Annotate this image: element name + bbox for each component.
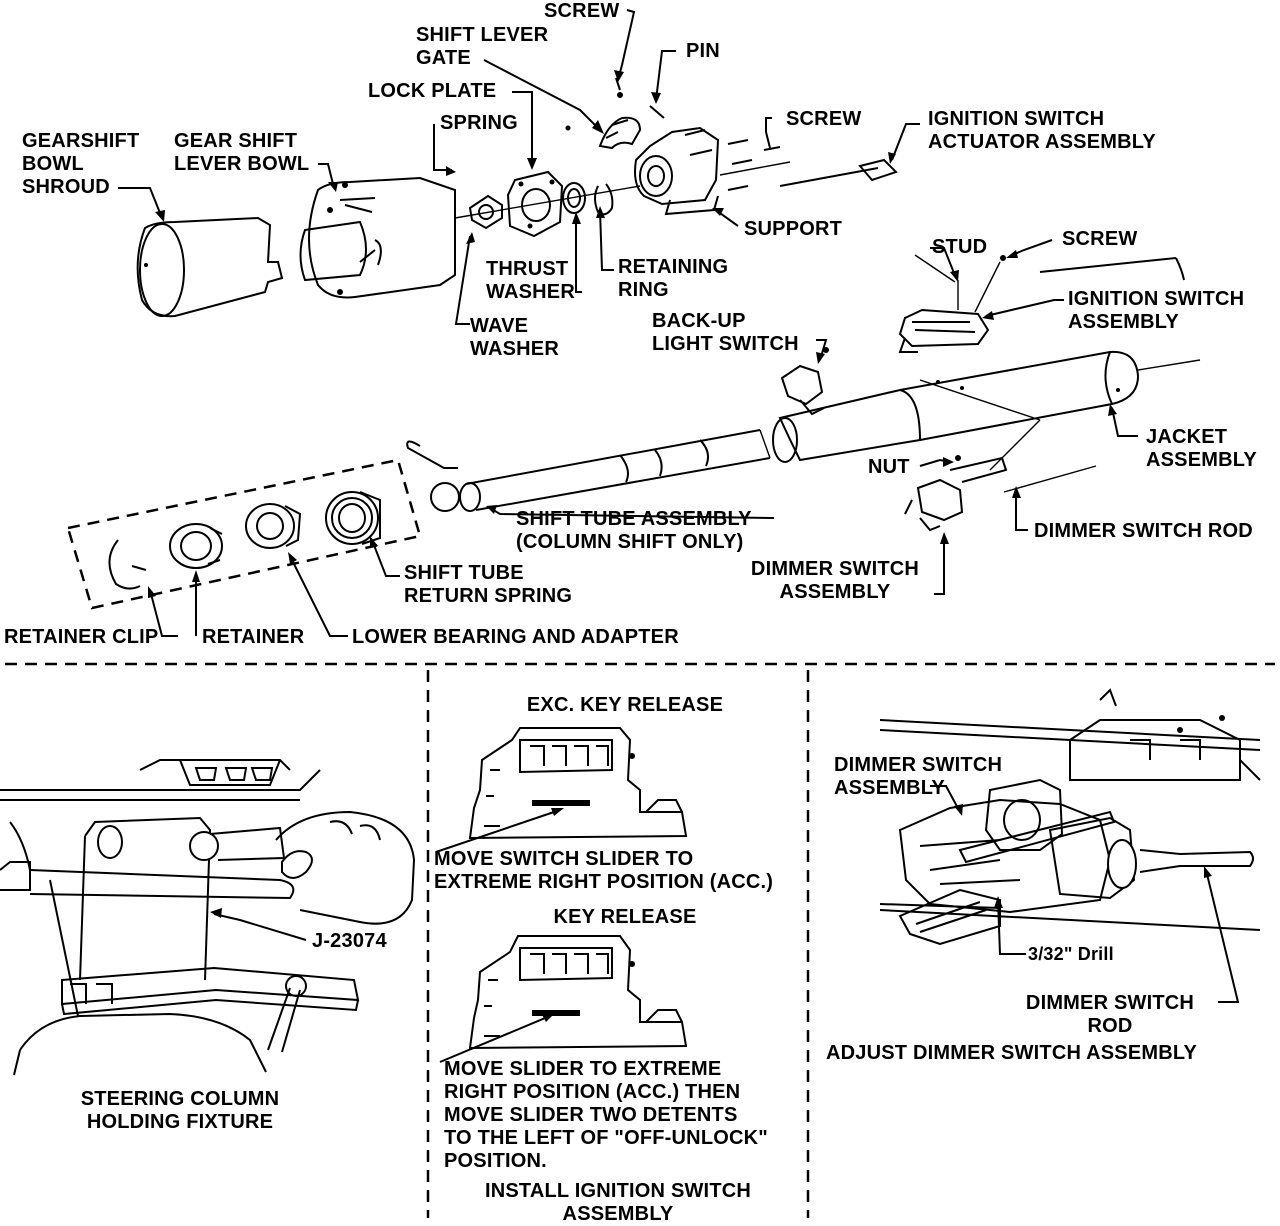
label-shift-tube-return-spring: SHIFT TUBE RETURN SPRING [404, 562, 573, 607]
label-dimmer-switch-rod-detail: DIMMER SWITCH ROD [1025, 992, 1195, 1037]
support-part [634, 126, 720, 216]
caption-install-ignition-switch: INSTALL IGNITION SWITCH ASSEMBLY [484, 1180, 752, 1225]
label-pin: PIN [686, 40, 720, 62]
caption-holding-fixture: STEERING COLUMN HOLDING FIXTURE [80, 1088, 280, 1133]
title-key-release: KEY RELEASE [553, 906, 697, 928]
backup-light-switch-part [780, 347, 829, 416]
dimmer-switch-part-top [904, 455, 1097, 532]
instruction-key-release: MOVE SLIDER TO EXTREME RIGHT POSITION (A… [444, 1058, 768, 1172]
return-spring-part [325, 491, 381, 545]
key-release-switch [439, 935, 688, 1063]
jacket-assembly-part [772, 350, 1201, 471]
label-spring: SPRING [440, 112, 518, 134]
exc-key-release-switch [435, 727, 688, 853]
label-stud: STUD [932, 236, 988, 258]
label-dimmer-switch-assembly: DIMMER SWITCH ASSEMBLY [750, 558, 920, 603]
label-drill-size: 3/32" Drill [1028, 944, 1114, 964]
retaining-ring-part [594, 183, 614, 216]
gearshift-bowl-shroud-part [136, 216, 284, 318]
caption-adjust-dimmer-switch: ADJUST DIMMER SWITCH ASSEMBLY [826, 1042, 1198, 1064]
label-gear-shift-lever-bowl: GEAR SHIFT LEVER BOWL [174, 130, 310, 175]
label-wave-washer: WAVE WASHER [470, 315, 559, 360]
label-lower-bearing: LOWER BEARING AND ADAPTER [352, 626, 679, 648]
retainer-part [169, 523, 223, 569]
panel-dividers [5, 662, 1275, 1218]
shift-tube-part [406, 429, 771, 512]
ignition-actuator-part [779, 158, 898, 187]
retainer-clip-part [108, 539, 147, 590]
column-axis-line [454, 161, 791, 219]
label-retainer-clip: RETAINER CLIP [4, 626, 159, 648]
title-exc-key-release: EXC. KEY RELEASE [526, 694, 724, 716]
label-shift-tube-assembly: SHIFT TUBE ASSEMBLY (COLUMN SHIFT ONLY) [516, 508, 752, 553]
holding-fixture-drawing [0, 759, 416, 1076]
label-retainer: RETAINER [202, 626, 305, 648]
label-ignition-switch-actuator: IGNITION SWITCH ACTUATOR ASSEMBLY [928, 108, 1156, 153]
label-nut: NUT [868, 456, 910, 478]
label-dimmer-switch-assembly-detail: DIMMER SWITCH ASSEMBLY [834, 754, 1003, 799]
lock-plate-part [506, 170, 564, 238]
label-shift-lever-gate: SHIFT LEVER GATE [416, 24, 549, 69]
instruction-exc-key-release: MOVE SWITCH SLIDER TO EXTREME RIGHT POSI… [434, 848, 774, 893]
lower-bearing-part [245, 503, 302, 549]
label-screw-switch: SCREW [1062, 228, 1138, 250]
label-lock-plate: LOCK PLATE [368, 80, 497, 102]
gear-shift-lever-bowl-part [299, 176, 456, 299]
lower-bearing-group-box [66, 458, 422, 610]
leader-lines-top [118, 9, 1185, 637]
dimmer-switch-adjust-drawing [879, 688, 1261, 1003]
label-retaining-ring: RETAINING RING [618, 256, 729, 301]
label-jacket-assembly: JACKET ASSEMBLY [1146, 426, 1257, 471]
label-screw-top: SCREW [544, 0, 620, 22]
pin-part [615, 77, 665, 119]
label-dimmer-switch-rod: DIMMER SWITCH ROD [1034, 520, 1253, 542]
label-tool-number: J-23074 [312, 930, 387, 952]
label-screw-right: SCREW [786, 108, 862, 130]
ignition-switch-part [898, 254, 1006, 353]
label-support: SUPPORT [744, 218, 843, 240]
shift-lever-gate-part [565, 116, 642, 150]
label-ignition-switch-assembly: IGNITION SWITCH ASSEMBLY [1068, 288, 1245, 333]
label-back-up-light-switch: BACK-UP LIGHT SWITCH [652, 310, 799, 355]
label-thrust-washer: THRUST WASHER [486, 258, 575, 303]
support-screws [727, 131, 781, 191]
label-gearshift-bowl-shroud: GEARSHIFT BOWL SHROUD [22, 130, 140, 198]
